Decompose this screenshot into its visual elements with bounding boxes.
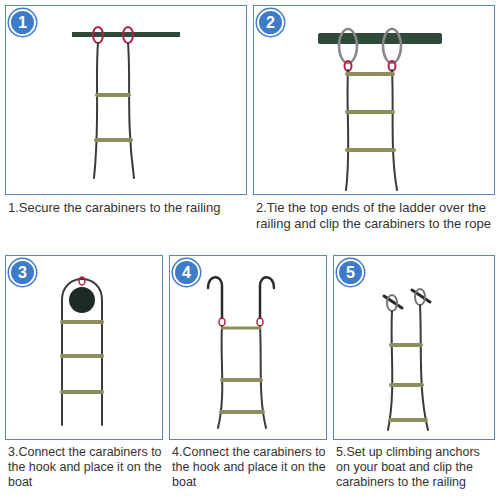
step-number: 4 — [182, 264, 191, 282]
step-number: 3 — [18, 264, 27, 282]
step-panel: 2.Tie the top ends of the ladder over th… — [253, 5, 495, 195]
step-number-badge: 5 — [337, 259, 364, 286]
step-caption: 4.Connect the carabiners to the hook and… — [172, 445, 326, 490]
step-panel: 4.Connect the carabiners to the hook and… — [169, 255, 327, 440]
step-number: 1 — [18, 14, 27, 32]
step-caption: 5.Set up climbing anchors on your boat a… — [336, 445, 494, 490]
step-number: 5 — [346, 264, 355, 282]
step-panel: 1.Secure the carabiners to the railing1 — [5, 5, 247, 195]
step-panel: 5.Set up climbing anchors on your boat a… — [333, 255, 495, 440]
step-caption: 2.Tie the top ends of the ladder over th… — [256, 200, 494, 231]
step-number-badge: 2 — [257, 9, 284, 36]
step-number-badge: 4 — [173, 259, 200, 286]
step-number: 2 — [266, 14, 275, 32]
step-caption: 3.Connect the carabiners to the hook and… — [8, 445, 162, 490]
step-panel: 3.Connect the carabiners to the hook and… — [5, 255, 163, 440]
step-number-badge: 3 — [9, 259, 36, 286]
step-number-badge: 1 — [9, 9, 36, 36]
step-caption: 1.Secure the carabiners to the railing — [8, 200, 246, 216]
